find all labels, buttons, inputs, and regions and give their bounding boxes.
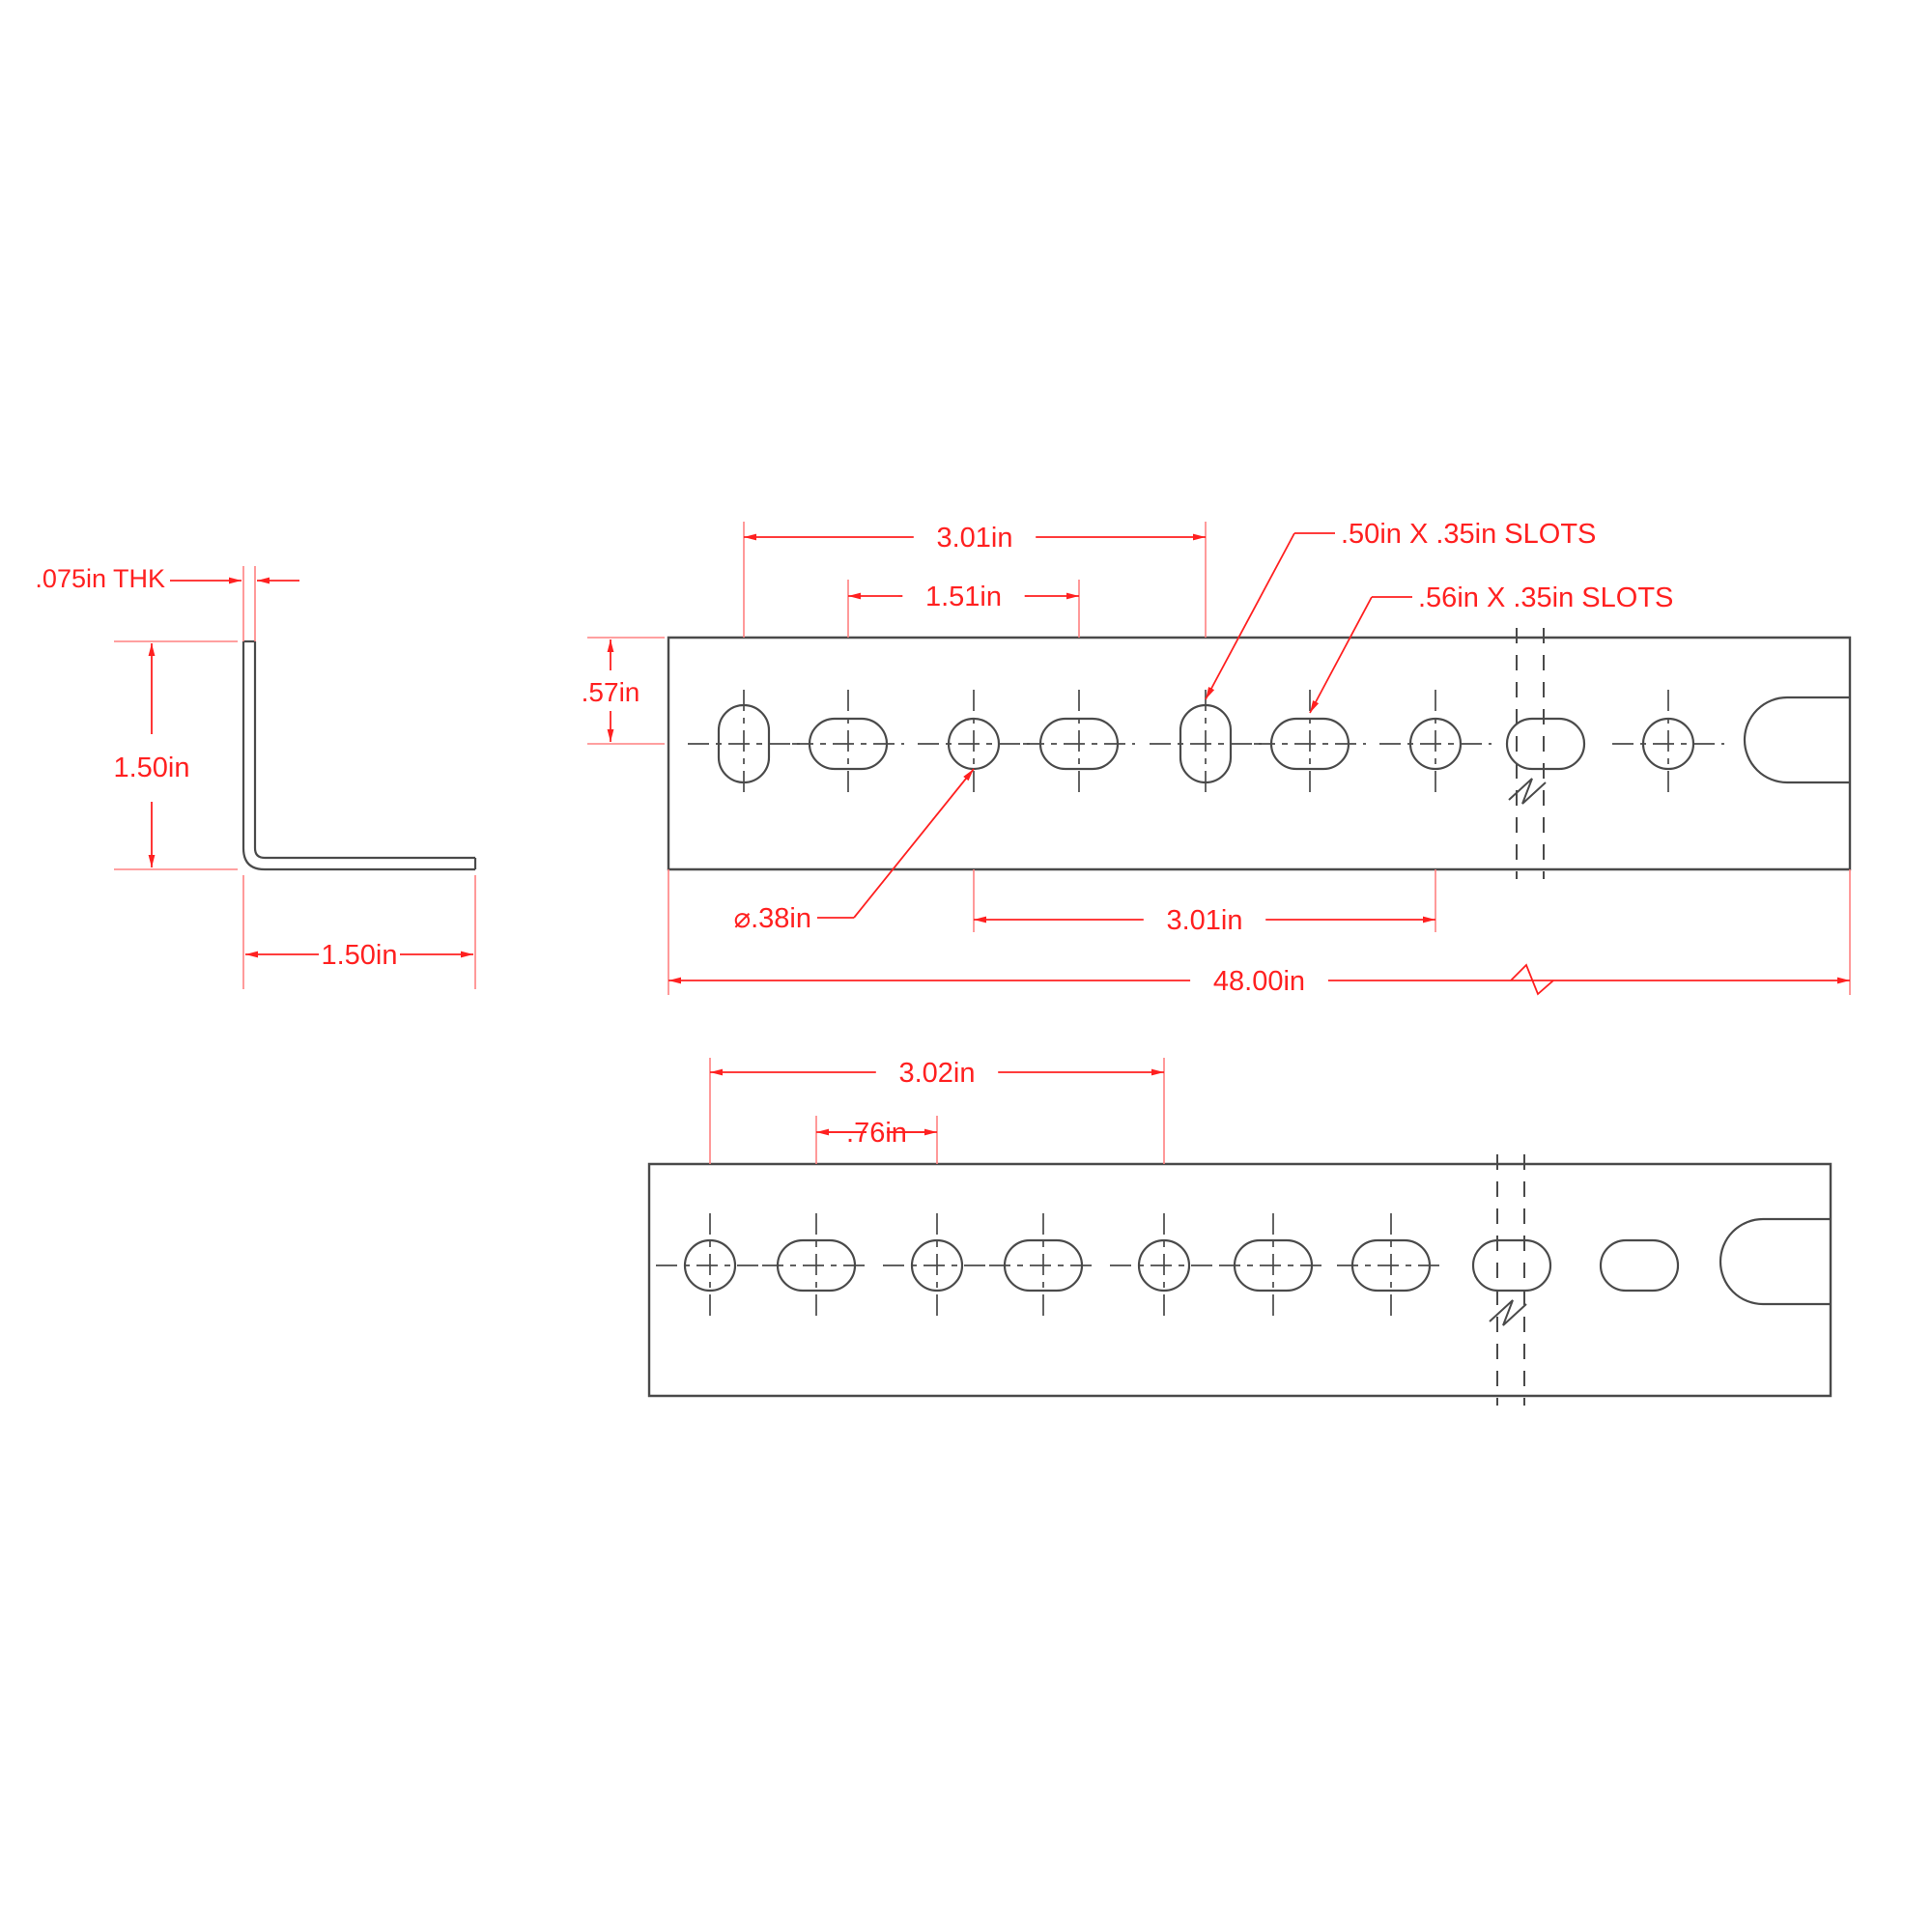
plan-feature-1-slot-horizontal [776, 1238, 857, 1293]
plan-feature-8-slot-horizontal [1599, 1238, 1680, 1293]
plan-feature-5-slot-horizontal [1233, 1238, 1314, 1293]
elevation-feature-0-slot-vertical [717, 703, 771, 784]
plan-feature-4-hole-round [1137, 1238, 1191, 1293]
elev-dim-hole-dia-label: ⌀.38in [734, 903, 811, 934]
plan-view-group: 3.02in .76in [647, 1058, 1833, 1406]
elevation-break-zigzag [1508, 778, 1547, 805]
elev-dia-leader [853, 768, 975, 919]
elev-dim-overall-label: 48.00in [1213, 966, 1305, 997]
l-profile-outer-edge [242, 641, 475, 871]
plan-feature-6-slot-horizontal [1350, 1238, 1432, 1293]
elev-note-slot-small: .50in X .35in SLOTS [1341, 519, 1596, 550]
elevation-feature-4-slot-vertical [1179, 703, 1233, 784]
elevation-feature-5-slot-horizontal [1269, 717, 1350, 771]
vertical-leg-label: 1.50in [113, 753, 189, 783]
plan-body-outline [647, 1162, 1833, 1398]
elevation-feature-1-slot-horizontal [808, 717, 889, 771]
plan-end-notch [1719, 1217, 1831, 1306]
plan-feature-3-slot-horizontal [1003, 1238, 1084, 1293]
elevation-body-outline [667, 636, 1852, 871]
elevation-view-group: .57in 3.01in 1.51in 3.01in 48.00in ⌀.38in .50i… [582, 519, 1852, 997]
elevation-feature-3-slot-horizontal [1038, 717, 1120, 771]
thickness-label: .075in THK [35, 564, 165, 593]
elev-slot-small-leader [1205, 532, 1295, 700]
elevation-feature-7-slot-horizontal [1505, 717, 1586, 771]
plan-dim-inner-label: .76in [846, 1118, 907, 1149]
plan-dim-outer-label: 3.02in [898, 1058, 975, 1089]
plan-feature-0-hole-round [683, 1238, 737, 1293]
plan-break-zigzag [1489, 1299, 1527, 1326]
elevation-end-notch [1743, 696, 1850, 784]
plan-feature-7-slot-horizontal [1471, 1238, 1552, 1293]
elevation-feature-6-hole-round [1408, 717, 1463, 771]
elev-note-slot-large: .56in X .35in SLOTS [1418, 582, 1673, 613]
elev-dim-top-inner-label: 1.51in [925, 582, 1002, 612]
elev-overall-break-symbol [1510, 963, 1554, 996]
plan-feature-2-hole-round [910, 1238, 964, 1293]
l-profile-inner-edge [253, 641, 475, 860]
elev-dim-top-outer-label: 3.01in [936, 523, 1012, 554]
elev-dim-edge-offset-label: .57in [582, 677, 640, 707]
section-view-group: .075in THK 1.50in 1.50in [35, 564, 477, 989]
elev-dim-bottom-inner-label: 3.01in [1166, 905, 1242, 936]
horizontal-leg-label: 1.50in [321, 940, 397, 971]
elev-slot-large-leader [1309, 596, 1373, 714]
elevation-feature-8-hole-round [1641, 717, 1695, 771]
